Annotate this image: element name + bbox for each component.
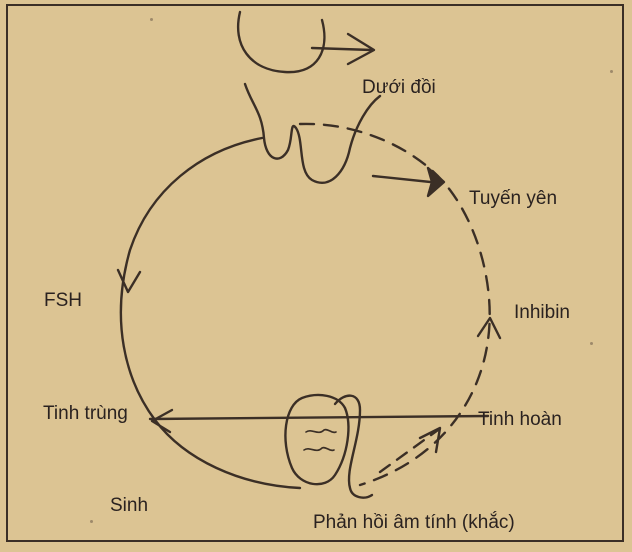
inhibin-label: Inhibin — [514, 303, 570, 322]
testis-tubule-1 — [306, 430, 336, 433]
hypothalamus-arrow-line — [312, 48, 372, 50]
paper-speck — [150, 18, 153, 21]
fsh-pathway-arc — [121, 138, 300, 488]
feedback-label: Phản hồi âm tính (khắc) — [313, 513, 515, 532]
testis-label: Tinh hoàn — [478, 410, 562, 429]
testis-line — [150, 416, 488, 419]
sperm-label: Tinh trùng — [43, 404, 128, 423]
pituitary-label: Tuyến yên — [469, 189, 557, 208]
feedback-arrow-tail — [380, 430, 438, 472]
paper-speck — [90, 520, 93, 523]
testis-tubule-2 — [304, 448, 334, 451]
production-label: Sinh — [110, 496, 148, 515]
hypothalamus-loop — [238, 12, 324, 72]
paper-speck — [590, 342, 593, 345]
fsh-label: FSH — [44, 291, 82, 310]
pituitary-shape — [245, 84, 380, 183]
hypothalamus-label: Dưới đồi — [362, 78, 436, 97]
testis-outline — [285, 395, 348, 484]
epididymis — [335, 396, 372, 498]
paper-speck — [610, 70, 613, 73]
